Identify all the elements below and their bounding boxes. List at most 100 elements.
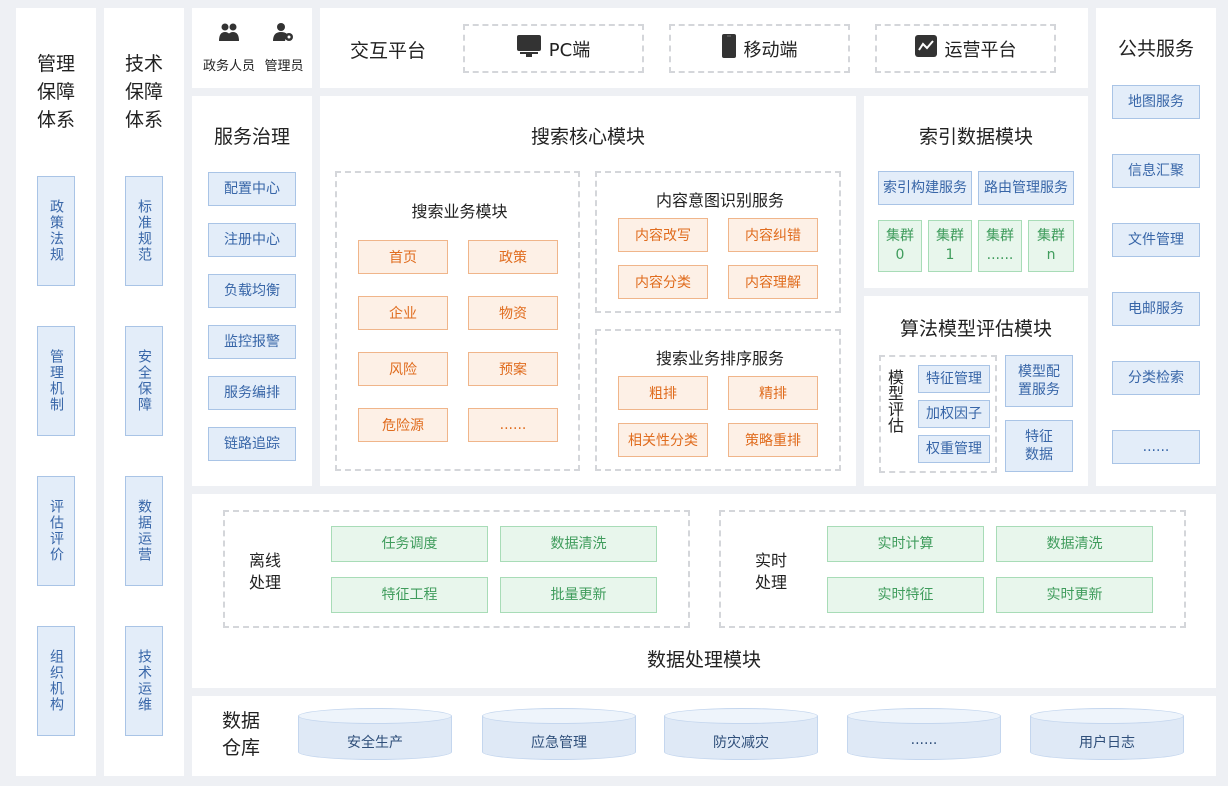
business-item: ...... (468, 408, 558, 442)
ranking-module: 搜索业务排序服务 粗排 精排 相关性分类 策略重排 (595, 329, 841, 471)
public-service-item: 信息汇聚 (1112, 154, 1200, 188)
realtime-item: 实时计算 (827, 526, 984, 562)
service-governance-panel: 服务治理 配置中心 注册中心 负载均衡 监控报警 服务编排 链路追踪 (192, 96, 312, 486)
business-item: 风险 (358, 352, 448, 386)
governance-item: 配置中心 (208, 172, 296, 206)
ranking-title: 搜索业务排序服务 (655, 349, 784, 368)
mgmt-item: 管理机制 (37, 326, 75, 436)
offline-item: 数据清洗 (500, 526, 657, 562)
intent-item: 内容改写 (618, 218, 708, 252)
intent-recognition-title: 内容意图识别服务 (655, 191, 784, 210)
algorithm-eval-title: 算法模型评估模块 (899, 318, 1052, 340)
realtime-item: 数据清洗 (996, 526, 1153, 562)
management-assurance-title: 管理保障体系 (36, 53, 75, 131)
ranking-item: 相关性分类 (618, 423, 708, 457)
ranking-item: 策略重排 (728, 423, 818, 457)
tech-item: 技术运维 (125, 626, 163, 736)
data-warehouse-panel: 数据仓库 安全生产 应急管理 防灾减灾 ...... 用户日志 (192, 696, 1216, 776)
management-assurance-panel: 管理保障体系 政策法规 管理机制 评估评价 组织机构 (16, 8, 96, 776)
realtime-processing-group: 实时处理 实时计算 数据清洗 实时特征 实时更新 (719, 510, 1186, 628)
model-eval-label: 模型评估 (885, 369, 904, 433)
business-item: 危险源 (358, 408, 448, 442)
warehouse-db: 用户日志 (1030, 708, 1184, 762)
tech-item: 标准规范 (125, 176, 163, 286)
governance-item: 服务编排 (208, 376, 296, 410)
mgmt-item: 评估评价 (37, 476, 75, 586)
public-service-item: 电邮服务 (1112, 292, 1200, 326)
data-warehouse-title: 数据仓库 (222, 710, 261, 759)
tech-item: 安全保障 (125, 326, 163, 436)
offline-item: 任务调度 (331, 526, 488, 562)
admin-icon (272, 22, 294, 42)
warehouse-db: 安全生产 (298, 708, 452, 762)
warehouse-db: ...... (847, 708, 1001, 762)
tech-assurance-title: 技术保障体系 (124, 53, 163, 131)
phone-icon (721, 34, 736, 63)
mobile-label: 移动端 (743, 39, 798, 61)
service-governance-title: 服务治理 (213, 126, 290, 148)
mgmt-item: 组织机构 (37, 626, 75, 736)
pc-platform[interactable]: PC端 (463, 24, 644, 73)
business-item: 首页 (358, 240, 448, 274)
mgmt-item: 政策法规 (37, 176, 75, 286)
public-services-title: 公共服务 (1117, 38, 1194, 60)
realtime-item: 实时特征 (827, 577, 984, 613)
cluster-item: 集群...... (978, 220, 1022, 272)
governance-item: 监控报警 (208, 325, 296, 359)
business-item: 企业 (358, 296, 448, 330)
realtime-item: 实时更新 (996, 577, 1153, 613)
offline-label: 离线处理 (249, 551, 282, 592)
public-service-item: 文件管理 (1112, 223, 1200, 257)
search-business-module: 搜索业务模块 首页 政策 企业 物资 风险 预案 危险源 ...... (335, 171, 580, 471)
offline-processing-group: 离线处理 任务调度 数据清洗 特征工程 批量更新 (223, 510, 690, 628)
index-build-service: 索引构建服务 (878, 171, 972, 205)
tech-item: 数据运营 (125, 476, 163, 586)
search-core-panel: 搜索核心模块 搜索业务模块 首页 政策 企业 物资 风险 预案 危险源 ....… (320, 96, 856, 486)
ops-platform[interactable]: 运营平台 (875, 24, 1056, 73)
business-item: 物资 (468, 296, 558, 330)
gov-staff-label: 政务人员 (202, 59, 255, 74)
intent-item: 内容分类 (618, 265, 708, 299)
chart-icon (914, 35, 937, 62)
admin-label: 管理员 (264, 59, 304, 74)
intent-item: 内容纠错 (728, 218, 818, 252)
ranking-item: 精排 (728, 376, 818, 410)
public-service-item: 地图服务 (1112, 85, 1200, 119)
eval-item: 加权因子 (918, 400, 990, 428)
offline-item: 批量更新 (500, 577, 657, 613)
data-processing-panel: 离线处理 任务调度 数据清洗 特征工程 批量更新 实时处理 实时计算 数据清洗 … (192, 494, 1216, 688)
public-service-item: 分类检索 (1112, 361, 1200, 395)
governance-item: 负载均衡 (208, 274, 296, 308)
tech-assurance-panel: 技术保障体系 标准规范 安全保障 数据运营 技术运维 (104, 8, 184, 776)
model-eval-group: 模型评估 特征管理 加权因子 权重管理 (879, 355, 997, 473)
offline-item: 特征工程 (331, 577, 488, 613)
interaction-title: 交互平台 (350, 40, 427, 62)
public-services-panel: 公共服务 地图服务 信息汇聚 文件管理 电邮服务 分类检索 ...... (1096, 8, 1216, 486)
ops-label: 运营平台 (944, 39, 1017, 61)
realtime-label: 实时处理 (755, 551, 788, 592)
intent-item: 内容理解 (728, 265, 818, 299)
model-config-service: 模型配置服务 (1005, 355, 1073, 407)
governance-item: 链路追踪 (208, 427, 296, 461)
algorithm-eval-panel: 算法模型评估模块 模型评估 特征管理 加权因子 权重管理 模型配置服务 特征数据 (864, 296, 1088, 486)
mobile-platform[interactable]: 移动端 (669, 24, 850, 73)
interaction-panel: 交互平台 PC端 移动端 运营平台 (320, 8, 1088, 88)
ranking-item: 粗排 (618, 376, 708, 410)
business-item: 政策 (468, 240, 558, 274)
gov-staff-icon (218, 22, 240, 42)
warehouse-db: 应急管理 (482, 708, 636, 762)
route-management-service: 路由管理服务 (978, 171, 1074, 205)
feature-data: 特征数据 (1005, 420, 1073, 472)
eval-item: 特征管理 (918, 365, 990, 393)
monitor-icon (516, 35, 541, 62)
warehouse-db: 防灾减灾 (664, 708, 818, 762)
public-service-item: ...... (1112, 430, 1200, 464)
business-item: 预案 (468, 352, 558, 386)
pc-label: PC端 (548, 39, 591, 61)
search-business-title: 搜索业务模块 (411, 202, 508, 221)
intent-recognition-module: 内容意图识别服务 内容改写 内容纠错 内容分类 内容理解 (595, 171, 841, 313)
